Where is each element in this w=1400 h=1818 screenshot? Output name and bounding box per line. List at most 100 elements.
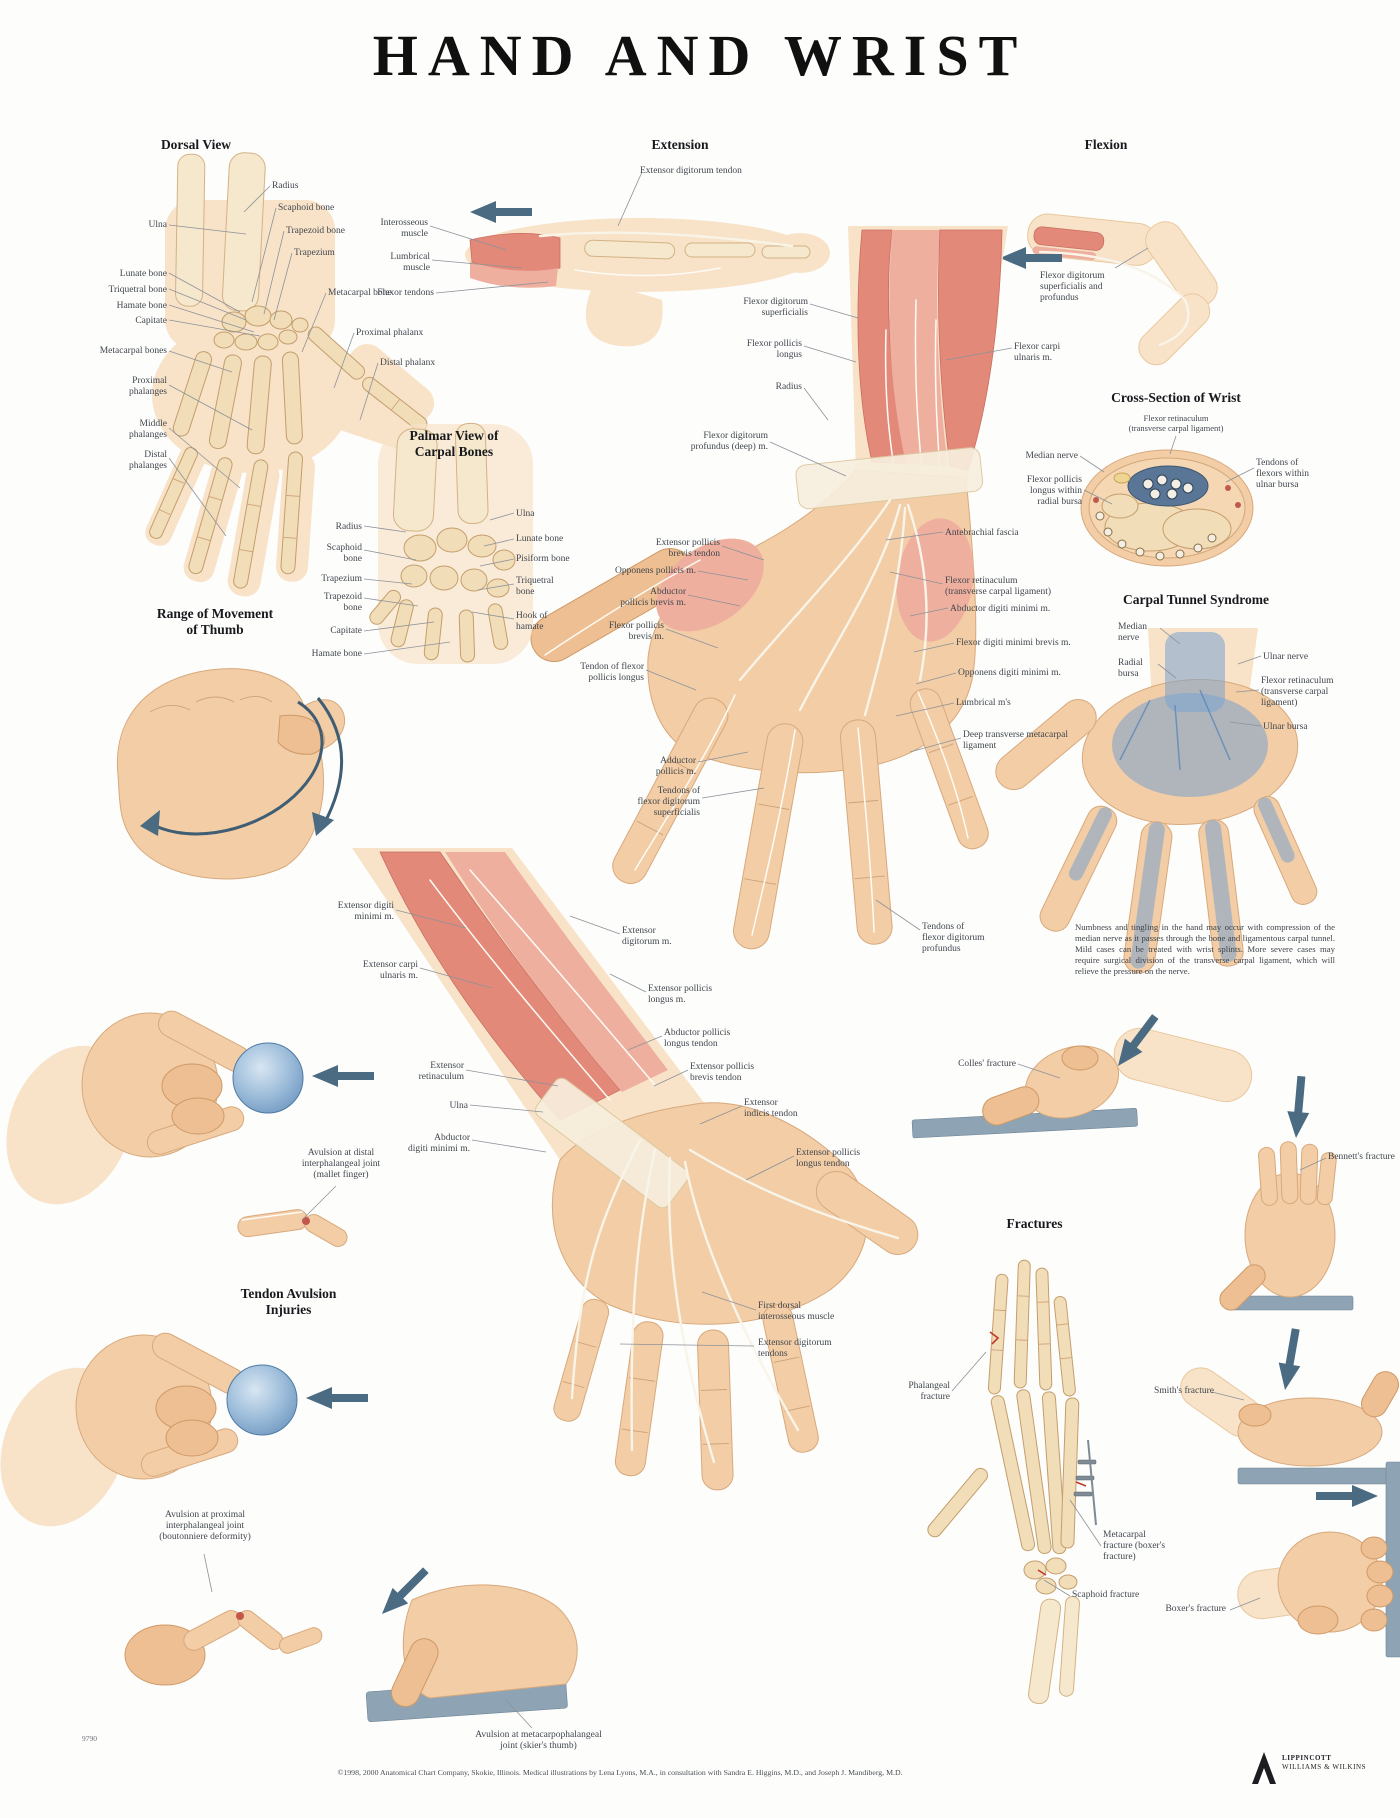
label-tendons-ulnar-bursa: Tendons of flexors within ulnar bursa [1256, 458, 1310, 490]
label-distal-phalanx: Distal phalanx [380, 358, 436, 368]
label-pc-triquetral: Triquetral bone [516, 576, 554, 597]
label-cts-radial-bursa: Radial bursa [1118, 658, 1143, 679]
carpal-tunnel-paragraph: Numbness and tingling in the hand may oc… [1075, 922, 1335, 976]
label-pc-hook-of-hamate: Hook of hamate [516, 611, 548, 632]
fracture-xray-hand [927, 1259, 1097, 1705]
label-phalangeal-fracture: Phalangeal fracture [908, 1381, 950, 1402]
smith-illustration [1180, 1327, 1399, 1485]
publisher-line2: WILLIAMS & WILKINS [1282, 1763, 1367, 1772]
label-extensor-digiti-minimi: Extensor digiti minimi m. [337, 901, 394, 922]
label-hamate-bone: Hamate bone [116, 301, 167, 311]
label-ulna: Ulna [148, 220, 167, 230]
extension-illustration [465, 201, 830, 347]
label-pc-lunate: Lunate bone [516, 534, 564, 544]
label-metacarpal-bone: Metacarpal bone [328, 288, 392, 298]
palmar-hand-illustration [530, 226, 1008, 950]
carpal-tunnel-illustration [995, 628, 1318, 974]
label-trapezium: Trapezium [294, 248, 335, 258]
label-extensor-pollicis-brevis-tendon: Extensor pollicis brevis tendon [655, 538, 720, 559]
label-pc-capitate: Capitate [330, 626, 362, 636]
label-colles-fracture: Colles' fracture [958, 1059, 1016, 1069]
dorsal-hand-illustration [352, 848, 919, 1491]
label-scaphoid-bone: Scaphoid bone [278, 203, 335, 213]
label-pc-scaphoid: Scaphoid bone [326, 543, 362, 564]
poster-title: HAND AND WRIST [372, 23, 1028, 88]
copyright-line: ©1998, 2000 Anatomical Chart Company, Sk… [337, 1768, 903, 1777]
heading-tendon-avulsion: Tendon Avulsion Injuries [240, 1286, 337, 1317]
label-lumbrical-muscles: Lumbrical m's [956, 698, 1011, 708]
label-extensor-digitorum: Extensor digitorum m. [622, 926, 672, 947]
cross-section-illustration [1080, 449, 1254, 567]
label-scaphoid-fracture: Scaphoid fracture [1072, 1590, 1140, 1600]
label-extensor-pollicis-brevis-tendon-dh: Extensor pollicis brevis tendon [690, 1062, 755, 1083]
label-flexor-retinaculum: Flexor retinaculum (transverse carpal li… [945, 576, 1052, 597]
flexion-illustration [1000, 213, 1218, 366]
label-flexor-pollicis-brevis: Flexor pollicis brevis m. [608, 621, 664, 642]
heading-thumb-rom: Range of Movement of Thumb [156, 606, 274, 637]
label-dh-ulna: Ulna [449, 1101, 468, 1111]
subheading-cross-section: Flexor retinaculum (transverse carpal li… [1128, 413, 1224, 433]
label-trapezoid-bone: Trapezoid bone [286, 226, 346, 236]
label-skiers-thumb: Avulsion at metacarpophalangeal joint (s… [475, 1730, 602, 1751]
heading-carpal-tunnel: Carpal Tunnel Syndrome [1122, 592, 1270, 607]
label-smiths-fracture: Smith's fracture [1153, 1386, 1214, 1396]
label-deep-transverse-metacarpal-ligament: Deep transverse metacarpal ligament [963, 730, 1068, 751]
label-pc-ulna: Ulna [516, 509, 535, 519]
label-metacarpal-bones: Metacarpal bones [99, 346, 167, 356]
label-pc-hamate: Hamate bone [311, 649, 362, 659]
heading-dorsal-view: Dorsal View [160, 137, 232, 152]
label-median-nerve-cross: Median nerve [1025, 451, 1079, 461]
label-extensor-carpi-ulnaris: Extensor carpi ulnaris m. [362, 960, 418, 981]
boxer-illustration [1237, 1461, 1400, 1658]
label-extensor-retinaculum: Extensor retinaculum [418, 1061, 464, 1082]
label-flexor-digiti-minimi-brevis: Flexor digiti minimi brevis m. [956, 638, 1071, 648]
label-extensor-digitorum-tendons: Extensor digitorum tendons [758, 1338, 832, 1359]
label-first-dorsal-interosseous: First dorsal interosseous muscle [758, 1301, 835, 1322]
label-pc-radius: Radius [335, 522, 362, 532]
label-antebrachial-fascia: Antebrachial fascia [945, 528, 1019, 538]
pinch-ball-2 [0, 1332, 368, 1527]
label-extensor-digitorum-tendon: Extensor digitorum tendon [640, 166, 742, 176]
label-extensor-pollicis-longus-tendon: Extensor pollicis longus tendon [796, 1148, 861, 1169]
label-capitate: Capitate [135, 316, 167, 326]
label-flexor-tendons: Flexor tendons [377, 288, 434, 298]
label-pc-trapezoid: Trapezoid bone [323, 592, 362, 613]
label-mallet-finger: Avulsion at distal interphalangeal joint… [301, 1148, 381, 1180]
label-flexor-digitorum-superficialis: Flexor digitorum superficialis [743, 297, 808, 318]
label-boxers-fracture: Boxer's fracture [1165, 1604, 1226, 1614]
skiers-thumb-illustration [365, 1562, 578, 1723]
label-cts-flexor-retinaculum: Flexor retinaculum (transverse carpal li… [1261, 676, 1334, 708]
label-cts-ulnar-nerve: Ulnar nerve [1263, 652, 1309, 662]
item-number: 9790 [82, 1734, 97, 1743]
label-abductor-digiti-minimi: Abductor digiti minimi m. [950, 604, 1051, 614]
label-flexor-carpi-ulnaris: Flexor carpi ulnaris m. [1014, 342, 1061, 363]
label-middle-phalanges: Middle phalanges [129, 419, 167, 440]
label-fpl-radial-bursa: Flexor pollicis longus within radial bur… [1026, 475, 1082, 507]
palmar-carpal-illustration [369, 422, 533, 664]
label-boutonniere: Avulsion at proximal interphalangeal joi… [159, 1510, 251, 1542]
label-abductor-pollicis-brevis: Abductor pollicis brevis m. [620, 587, 686, 608]
label-flexor-digitorum-profundus: Flexor digitorum profundus (deep) m. [690, 431, 768, 452]
label-tendon-flexor-pollicis-longus: Tendon of flexor pollicis longus [580, 662, 644, 683]
heading-extension: Extension [651, 137, 709, 152]
bennett-illustration [1219, 1075, 1354, 1311]
label-tendons-fds: Tendons of flexor digitorum superficiali… [637, 786, 700, 818]
label-radius-palmar: Radius [775, 382, 802, 392]
label-distal-phalanges: Distal phalanges [129, 450, 167, 471]
label-interosseous-muscle: Interosseous muscle [380, 218, 429, 239]
label-proximal-phalanges: Proximal phalanges [129, 376, 167, 397]
label-opponens-digiti-minimi: Opponens digiti minimi m. [958, 668, 1061, 678]
label-adductor-pollicis: Adductor pollicis m. [655, 756, 696, 777]
label-lunate-bone: Lunate bone [119, 269, 167, 279]
label-cts-median-nerve: Median nerve [1118, 622, 1148, 643]
label-tendons-fdp: Tendons of flexor digitorum profundus [922, 922, 985, 954]
label-extensor-pollicis-longus-m: Extensor pollicis longus m. [648, 984, 713, 1005]
heading-flexion: Flexion [1084, 137, 1128, 152]
heading-cross-section: Cross-Section of Wrist [1111, 390, 1241, 405]
publisher-line1: LIPPINCOTT [1282, 1754, 1332, 1762]
mallet-finger-illustration [237, 1209, 348, 1247]
label-abductor-pollicis-longus-tendon: Abductor pollicis longus tendon [664, 1028, 731, 1049]
label-opponens-pollicis: Opponens pollicis m. [614, 566, 696, 576]
